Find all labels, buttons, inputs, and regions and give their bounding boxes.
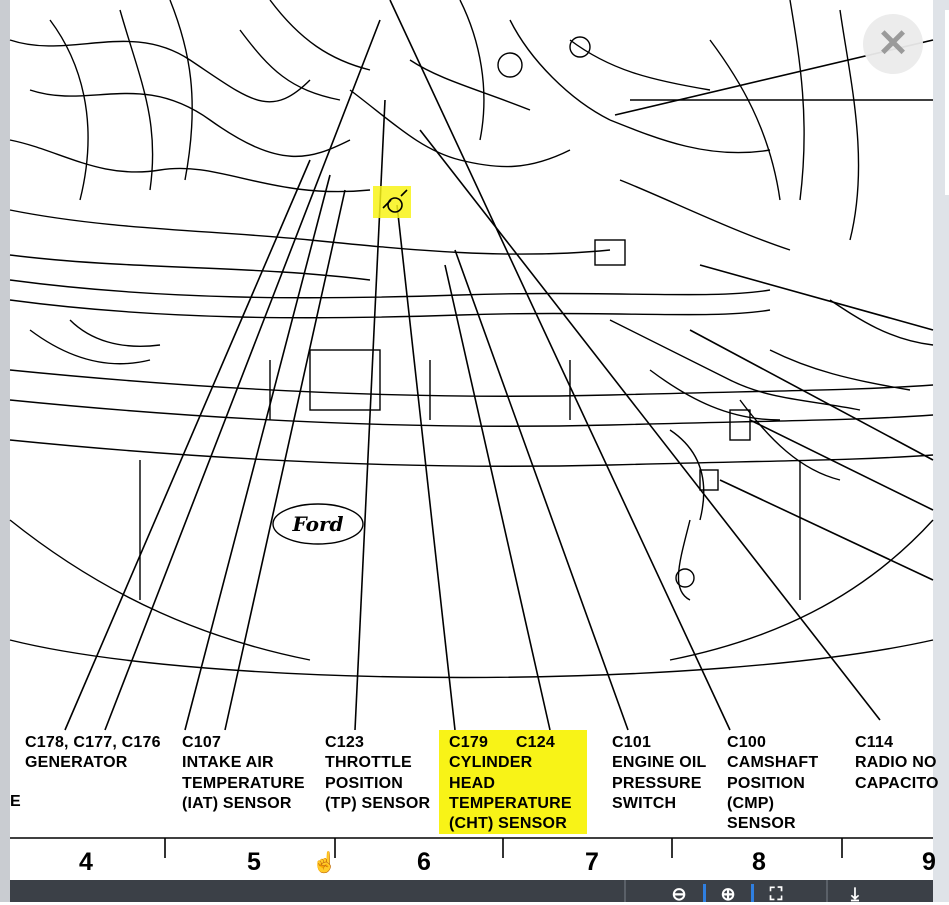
- label-cht-sensor: C179 C124 CYLINDER HEAD TEMPERATURE (CHT…: [449, 734, 572, 833]
- viewer-scrollbar[interactable]: [933, 0, 949, 902]
- label-fragment-left: E: [10, 793, 21, 810]
- label-cmp-sensor: C100 CAMSHAFT POSITION (CMP) SENSOR: [727, 734, 819, 833]
- download-icon[interactable]: ⤓: [851, 884, 859, 904]
- zoom-out-icon[interactable]: ⊖: [671, 884, 687, 904]
- ford-badge: Ford: [292, 512, 344, 536]
- toolbar-separator: [826, 880, 828, 902]
- cht-label-highlight: [439, 730, 587, 834]
- toolbar-divider: [703, 884, 706, 902]
- toolbar-divider: [751, 884, 754, 902]
- hand-cursor-icon: ☝: [312, 852, 337, 874]
- label-tp-sensor: C123 THROTTLE POSITION (TP) SENSOR: [325, 734, 431, 812]
- grid-number-4: 4: [79, 848, 93, 876]
- scrollbar-thumb[interactable]: [945, 10, 949, 195]
- viewer-left-frame: [0, 0, 10, 902]
- toolbar-separator: [624, 880, 626, 902]
- viewer-toolbar: ⊖ ⊕ ⛶ ⤓: [10, 880, 933, 904]
- grid-number-9: 9: [922, 848, 936, 876]
- zoom-in-icon[interactable]: ⊕: [720, 884, 736, 904]
- grid-number-5: 5: [247, 848, 261, 876]
- diagram-canvas: Ford C178, C177, C176 GENERATOR C107 INT…: [9, 0, 938, 880]
- cht-connector-icon: [382, 189, 408, 213]
- close-icon: ✕: [877, 23, 909, 65]
- label-iat-sensor: C107 INTAKE AIR TEMPERATURE (IAT) SENSOR: [182, 734, 305, 812]
- label-radio-capacitor: C114 RADIO NO CAPACITO: [855, 734, 939, 792]
- grid-number-6: 6: [417, 848, 431, 876]
- grid-number-8: 8: [752, 848, 766, 876]
- fit-page-icon[interactable]: ⛶: [769, 884, 783, 904]
- label-generator: C178, C177, C176 GENERATOR: [25, 734, 161, 772]
- engine-compartment-drawing: Ford: [9, 0, 934, 858]
- close-button[interactable]: ✕: [863, 14, 923, 74]
- grid-number-7: 7: [585, 848, 599, 876]
- label-oil-pressure-switch: C101 ENGINE OIL PRESSURE SWITCH: [612, 734, 707, 812]
